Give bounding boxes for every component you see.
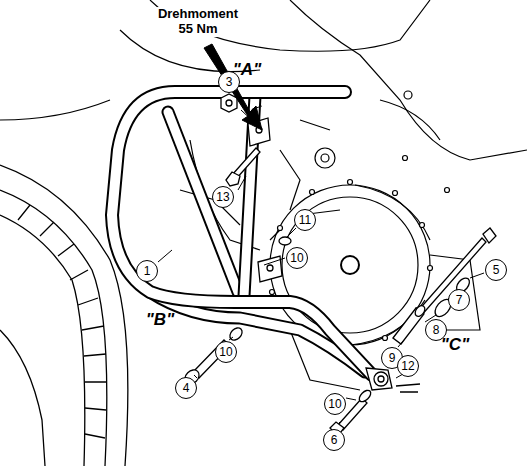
view-letter: "A" xyxy=(233,60,261,80)
callout-text: 9 xyxy=(389,352,396,364)
view-letter: "B" xyxy=(146,310,174,330)
callout-text: 10 xyxy=(219,346,232,358)
callout-text: 6 xyxy=(331,434,338,446)
callout-number: 10 xyxy=(215,341,237,363)
callout-number: 10 xyxy=(324,393,346,415)
callout-text: 8 xyxy=(433,324,440,336)
callout-number: 1 xyxy=(136,260,158,282)
callout-text: 13 xyxy=(216,191,229,203)
callout-number: 6 xyxy=(323,429,345,451)
callout-number: 11 xyxy=(294,209,316,231)
callout-number: 13 xyxy=(212,186,234,208)
callout-number: 12 xyxy=(397,355,419,377)
callout-text: 1 xyxy=(144,265,151,277)
callout-text: 11 xyxy=(299,214,311,226)
callout-number: 4 xyxy=(175,377,197,399)
callout-text: 7 xyxy=(456,294,463,306)
callout-text: 10 xyxy=(290,252,303,264)
callout-text: 3 xyxy=(226,76,233,88)
callout-text: 10 xyxy=(328,398,341,410)
callout-text: 4 xyxy=(183,382,190,394)
view-letter: "C" xyxy=(441,335,469,355)
callout-number: 5 xyxy=(485,259,507,281)
callout-text: 5 xyxy=(493,264,500,276)
callout-number: 10 xyxy=(286,247,308,269)
torque-note: Drehmoment 55 Nm xyxy=(150,7,246,37)
callout-number: 7 xyxy=(448,289,470,311)
callout-text: 12 xyxy=(401,360,414,372)
